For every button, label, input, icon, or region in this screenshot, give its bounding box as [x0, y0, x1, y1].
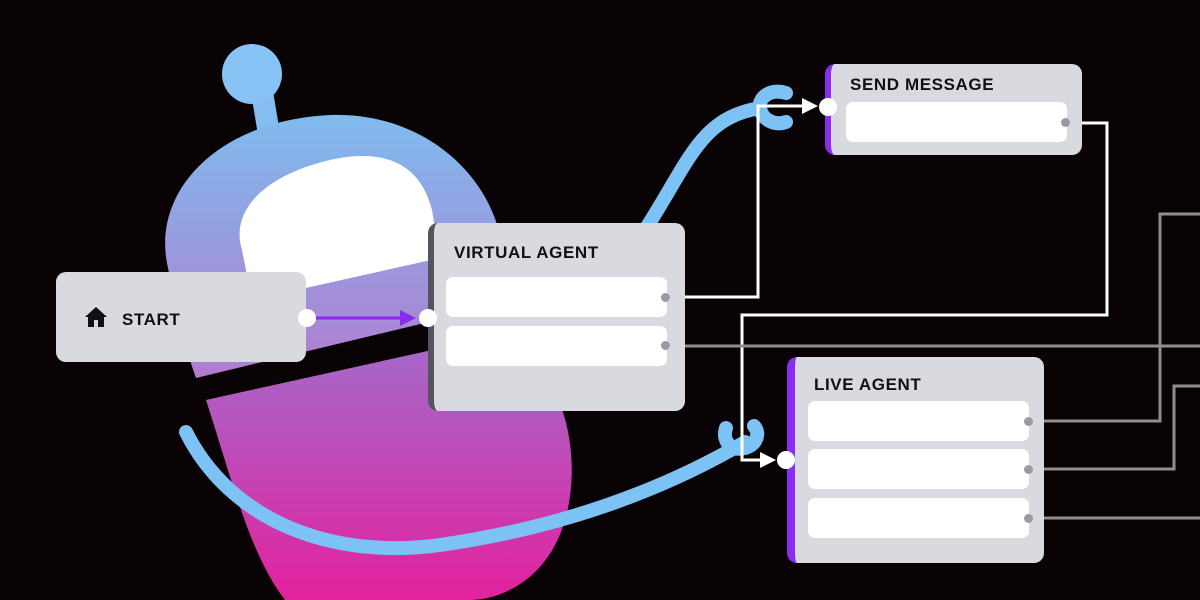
live-agent-output-port-2[interactable]	[1024, 465, 1033, 474]
live-agent-slot-3[interactable]	[808, 498, 1029, 538]
virtual-agent-node[interactable]: VIRTUAL AGENT	[419, 223, 685, 411]
live-agent-input-port[interactable]	[777, 451, 795, 469]
virtual-agent-title: VIRTUAL AGENT	[454, 243, 599, 262]
virtual-agent-output-port-2[interactable]	[661, 341, 670, 350]
virtual-agent-input-port[interactable]	[419, 309, 437, 327]
send-message-input-port[interactable]	[819, 98, 837, 116]
connector-send-message-to-live-agent	[740, 121, 1109, 462]
robot-face	[239, 155, 440, 300]
start-node[interactable]: START	[56, 272, 316, 362]
connector-virtual-agent-to-send-message	[666, 104, 808, 299]
connector-send-message-arrowhead	[802, 98, 818, 114]
cable-bottom	[179, 425, 752, 555]
virtual-agent-slot-2[interactable]	[446, 326, 667, 366]
cable-top-plug	[752, 84, 793, 131]
virtual-agent-output-port-1[interactable]	[661, 293, 670, 302]
connector-live-agent-output-1	[1029, 212, 1200, 423]
send-message-output-port-1[interactable]	[1061, 118, 1070, 127]
connectors	[307, 98, 1200, 520]
connector-start-arrowhead	[400, 310, 416, 326]
live-agent-output-port-3[interactable]	[1024, 514, 1033, 523]
live-agent-title: LIVE AGENT	[814, 375, 922, 394]
cable-top	[638, 101, 767, 237]
start-node-title: START	[122, 310, 181, 329]
virtual-agent-slot-1[interactable]	[446, 277, 667, 317]
connector-live-agent-output-2	[1029, 384, 1200, 471]
send-message-node[interactable]: SEND MESSAGE	[819, 64, 1082, 155]
home-icon	[84, 305, 108, 329]
send-message-slot-1[interactable]	[846, 102, 1067, 142]
live-agent-slot-2[interactable]	[808, 449, 1029, 489]
robot-antenna-ball	[222, 44, 282, 104]
cable-bottom-plug	[718, 419, 765, 456]
send-message-title: SEND MESSAGE	[850, 75, 995, 94]
start-output-port[interactable]	[298, 309, 316, 327]
connector-live-agent-arrowhead	[760, 452, 776, 468]
cables	[179, 84, 793, 555]
live-agent-output-port-1[interactable]	[1024, 417, 1033, 426]
live-agent-node[interactable]: LIVE AGENT	[777, 357, 1044, 563]
live-agent-slot-1[interactable]	[808, 401, 1029, 441]
